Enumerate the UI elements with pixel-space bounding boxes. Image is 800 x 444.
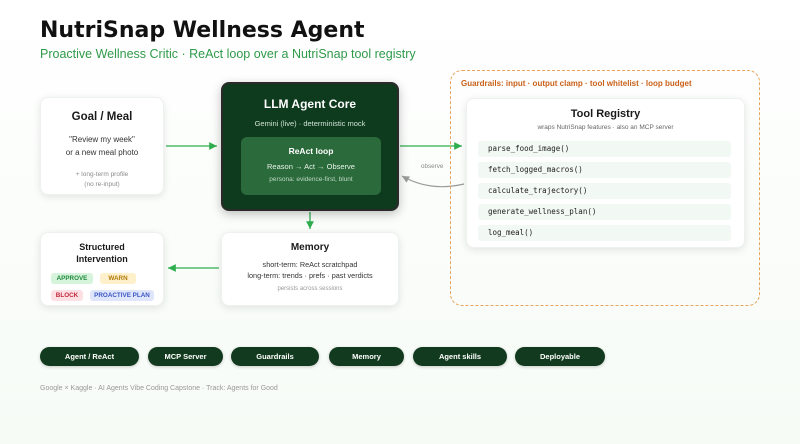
observe-label: observe — [421, 163, 444, 170]
arrow-observe — [401, 175, 465, 188]
memory-note: persists across sessions — [277, 286, 343, 292]
persona-text: persona: evidence-first, blunt — [269, 176, 353, 183]
core-subtitle: Gemini (live) · deterministic mock — [254, 119, 366, 128]
react-loop-box: ReAct loop Reason → Act → Observe person… — [241, 137, 381, 195]
goal-note: + long-term profile (no re-input) — [41, 170, 163, 189]
tag-agent-react: Agent / ReAct — [40, 347, 139, 366]
tool-item: calculate_trajectory() — [478, 183, 731, 199]
structured-intervention-card: Structured Intervention APPROVE WARN BLO… — [40, 232, 164, 306]
tool-item: parse_food_image() — [478, 141, 731, 157]
tool-item: log_meal() — [478, 225, 731, 241]
memory-short-term: short-term: ReAct scratchpad — [262, 260, 358, 269]
tool-registry-subtitle: wraps NutriSnap features · also an MCP s… — [537, 124, 674, 131]
memory-title: Memory — [290, 242, 330, 253]
tag-agent-skills: Agent skills — [413, 347, 507, 366]
block-badge: BLOCK — [51, 290, 83, 301]
footer-credit: Google × Kaggle · AI Agents Vibe Coding … — [40, 385, 278, 392]
goal-title: Goal / Meal — [71, 111, 133, 123]
core-title: LLM Agent Core — [263, 97, 357, 111]
tool-registry-title: Tool Registry — [570, 108, 641, 120]
approve-badge: APPROVE — [51, 273, 93, 284]
memory-card: Memory short-term: ReAct scratchpad long… — [221, 232, 399, 306]
goal-note-2: (no re-input) — [84, 180, 120, 188]
tag-mcp-server: MCP Server — [148, 347, 223, 366]
guardrails-label: Guardrails: input · output clamp · tool … — [461, 79, 692, 88]
goal-body: "Review my week" or a new meal photo — [41, 133, 163, 159]
goal-line-1: "Review my week" — [69, 135, 135, 144]
guardrails-boundary: Guardrails: input · output clamp · tool … — [450, 70, 760, 306]
memory-long-term: long-term: trends · prefs · past verdict… — [247, 271, 373, 280]
tag-deployable: Deployable — [515, 347, 605, 366]
react-loop-title: ReAct loop — [288, 146, 334, 156]
tag-guardrails: Guardrails — [231, 347, 319, 366]
warn-badge: WARN — [100, 273, 136, 284]
memory-body: short-term: ReAct scratchpad long-term: … — [222, 259, 398, 281]
tag-memory: Memory — [329, 347, 404, 366]
goal-note-1: + long-term profile — [75, 171, 129, 178]
goal-meal-card: Goal / Meal "Review my week" or a new me… — [40, 97, 164, 195]
tool-item: fetch_logged_macros() — [478, 162, 731, 178]
proactive-plan-badge: PROACTIVE PLAN — [90, 290, 154, 301]
page-subtitle: Proactive Wellness Critic · ReAct loop o… — [40, 47, 416, 61]
tool-item: generate_wellness_plan() — [478, 204, 731, 220]
intervention-title-line-2: Intervention — [76, 254, 128, 264]
page-title: NutriSnap Wellness Agent — [40, 18, 365, 43]
llm-agent-core: LLM Agent Core Gemini (live) · determini… — [221, 82, 399, 211]
intervention-title-line-1: Structured — [79, 242, 125, 252]
tool-registry-card: Tool Registry wraps NutriSnap features ·… — [466, 98, 745, 248]
react-loop-flow: Reason → Act → Observe — [267, 162, 355, 171]
intervention-title: Structured Intervention — [41, 241, 163, 265]
goal-line-2: or a new meal photo — [65, 148, 139, 157]
